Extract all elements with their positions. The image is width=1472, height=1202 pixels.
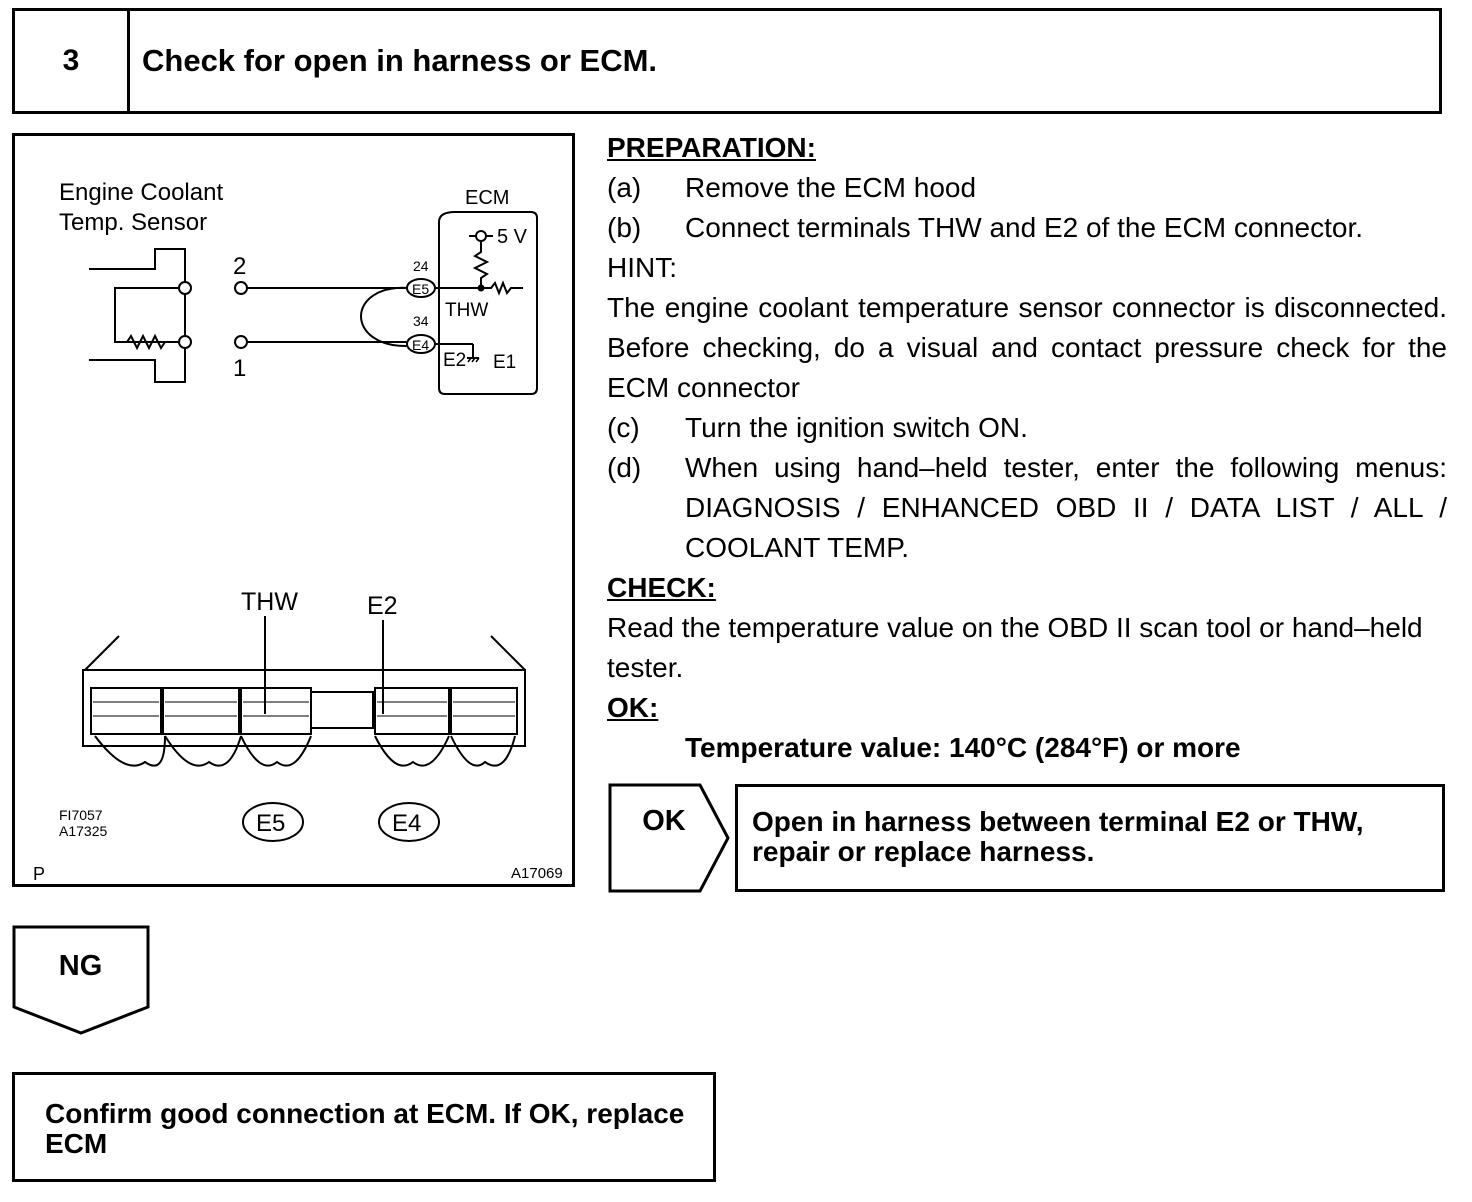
- preparation-heading: PREPARATION:: [607, 132, 816, 163]
- prep-step-c: (c) Turn the ignition switch ON.: [607, 408, 1447, 448]
- ecm-connector-housing: [82, 669, 526, 747]
- prep-step-text: Turn the ignition switch ON.: [685, 412, 1028, 443]
- ng-arrow-shape: [12, 925, 150, 1035]
- prep-step-letter: (b): [607, 212, 642, 243]
- wire-bundle-1: [94, 735, 166, 767]
- prep-step-a: (a) Remove the ECM hood: [607, 168, 1447, 208]
- wiring-diagram: Engine Coolant Temp. Sensor ECM 5 V 2 1 …: [33, 179, 563, 884]
- prep-step-letter: (a): [607, 172, 642, 203]
- e2-callout-label: E2: [367, 592, 398, 620]
- figure-code-1: FI7057: [59, 807, 103, 823]
- sensor-resistor-icon: [115, 333, 181, 351]
- hint-label: HINT:: [607, 252, 677, 283]
- wire-bundle-4: [374, 735, 450, 767]
- ecm-pullup-resistor-icon: [472, 241, 490, 288]
- sensor-outline: [89, 248, 186, 383]
- wire-bundle-2: [164, 735, 242, 767]
- ecm-sense-resistor-icon: [481, 280, 523, 296]
- prep-step-text: When using hand–held tester, enter the f…: [685, 452, 1447, 563]
- harness-terminal-1: [234, 335, 248, 349]
- e5-small-label: E5: [412, 281, 429, 297]
- e5-connector-oval: [242, 802, 304, 842]
- ecm-junction-dot: [477, 284, 485, 292]
- thw-small-label: THW: [445, 300, 488, 321]
- ok-arrow-shape: [608, 783, 730, 893]
- e1-small-label: E1: [493, 352, 516, 373]
- e5-connector-label: E5: [256, 810, 285, 837]
- wire-bundle-3: [240, 735, 312, 767]
- figure-corner-letter: P: [33, 864, 45, 884]
- connector-block-1: [90, 687, 162, 735]
- connector-block-2: [162, 687, 240, 735]
- hint-text: The engine coolant temperature sensor co…: [607, 292, 1447, 403]
- prep-step-text: Connect terminals THW and E2 of the ECM …: [685, 212, 1364, 243]
- procedure-text: PREPARATION: (a) Remove the ECM hood (b)…: [607, 128, 1447, 768]
- connector-block-e4: [374, 687, 450, 735]
- ok-heading: OK:: [607, 692, 659, 723]
- ecm-connector-window: [310, 691, 374, 729]
- sensor-label-line1: Engine Coolant: [59, 179, 223, 206]
- e2-small-label: E2: [443, 350, 466, 371]
- ok-result-box: Open in harness between terminal E2 or T…: [735, 784, 1445, 892]
- figure-id: A17069: [511, 865, 563, 882]
- harness-terminal-2: [234, 281, 248, 295]
- e4-connector-label: E4: [392, 810, 421, 837]
- step-header: 3 Check for open in harness or ECM.: [12, 8, 1442, 114]
- ok-value: Temperature value: 140°C (284°F) or more: [685, 732, 1241, 763]
- ecm-label: ECM: [465, 187, 509, 209]
- e4-connector-oval: [378, 802, 440, 842]
- check-heading: CHECK:: [607, 572, 716, 603]
- sensor-inner-wire: [114, 287, 185, 343]
- figure-code-2: A17325: [59, 823, 107, 839]
- ok-branch-label: OK: [642, 805, 686, 837]
- sensor-terminal-1: [178, 335, 192, 349]
- pin-2-label: 2: [233, 253, 246, 280]
- check-text: Read the temperature value on the OBD II…: [607, 612, 1423, 683]
- ng-branch-label: NG: [58, 950, 103, 982]
- e4-small-label: E4: [412, 337, 429, 353]
- ecm-cover-left: [84, 635, 120, 671]
- prep-step-text: Remove the ECM hood: [685, 172, 977, 203]
- step-number: 3: [15, 11, 130, 111]
- pin-34-label: 34: [413, 313, 429, 329]
- prep-step-letter: (c): [607, 412, 640, 443]
- prep-step-b: (b) Connect terminals THW and E2 of the …: [607, 208, 1447, 248]
- wire-bundle-5: [450, 735, 516, 767]
- sensor-label-line2: Temp. Sensor: [59, 209, 207, 236]
- prep-step-d: (d) When using hand–held tester, enter t…: [607, 448, 1447, 568]
- wiring-diagram-figure: Engine Coolant Temp. Sensor ECM 5 V 2 1 …: [12, 133, 575, 887]
- pin-24-label: 24: [413, 258, 429, 274]
- ecm-5v-terminal: [475, 230, 487, 242]
- pin-1-label: 1: [233, 355, 246, 382]
- connector-block-e5: [240, 687, 312, 735]
- ng-result-box: Confirm good connection at ECM. If OK, r…: [12, 1072, 716, 1182]
- ecm-box: [438, 211, 538, 395]
- sensor-terminal-2: [178, 281, 192, 295]
- step-title: Check for open in harness or ECM.: [142, 43, 658, 78]
- connector-pin-grid: [93, 701, 515, 717]
- connector-block-5: [450, 687, 518, 735]
- prep-step-letter: (d): [607, 452, 642, 483]
- ecm-cover-right: [490, 635, 526, 671]
- voltage-label: 5 V: [497, 226, 528, 248]
- jumper-wire: [360, 286, 410, 348]
- thw-callout-label: THW: [241, 588, 298, 616]
